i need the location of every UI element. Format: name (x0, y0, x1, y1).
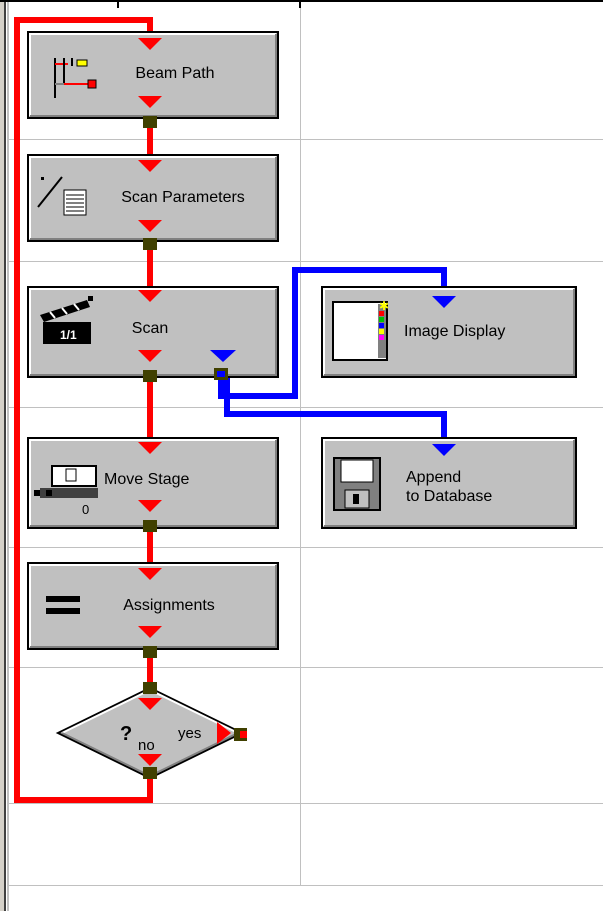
loop-connector[interactable] (14, 17, 153, 803)
svg-text:✱: ✱ (379, 299, 389, 313)
scan-parameters-icon (37, 176, 87, 216)
append-database-label-line1: Append (406, 469, 462, 486)
decision-yes-label: yes (178, 725, 201, 742)
assignments-label: Assignments (123, 597, 215, 614)
decision-no-label: no (138, 737, 155, 754)
image-display-label: Image Display (404, 323, 506, 340)
scan-block[interactable]: 1/1 (27, 286, 279, 378)
append-database-block[interactable] (321, 437, 577, 529)
stage-icon (34, 465, 98, 498)
scan-badge: 1/1 (60, 328, 77, 342)
scan-label: Scan (131, 320, 169, 337)
window-left-frame (0, 0, 5, 911)
append-database-label-line2: to Database (406, 488, 493, 505)
data-ports (210, 296, 456, 456)
scan-parameters-label: Scan Parameters (121, 189, 245, 206)
clapperboard-icon: 1/1 (40, 296, 93, 344)
floppy-disk-icon (333, 457, 381, 511)
data-connectors (218, 267, 447, 442)
flow-ports (138, 38, 162, 779)
yes-output-arrow (217, 722, 231, 744)
move-stage-readout: 0 (82, 502, 89, 517)
beam-path-icon (54, 58, 97, 98)
decision-question-mark: ? (120, 723, 132, 745)
layout-grid (9, 8, 603, 886)
image-display-block[interactable]: ✱ (321, 286, 577, 378)
beam-path-label: Beam Path (135, 65, 215, 82)
equals-icon (46, 596, 80, 614)
move-stage-block[interactable]: 0 (27, 437, 279, 529)
move-stage-label: Move Stage (104, 471, 190, 488)
image-display-icon: ✱ (332, 299, 389, 361)
